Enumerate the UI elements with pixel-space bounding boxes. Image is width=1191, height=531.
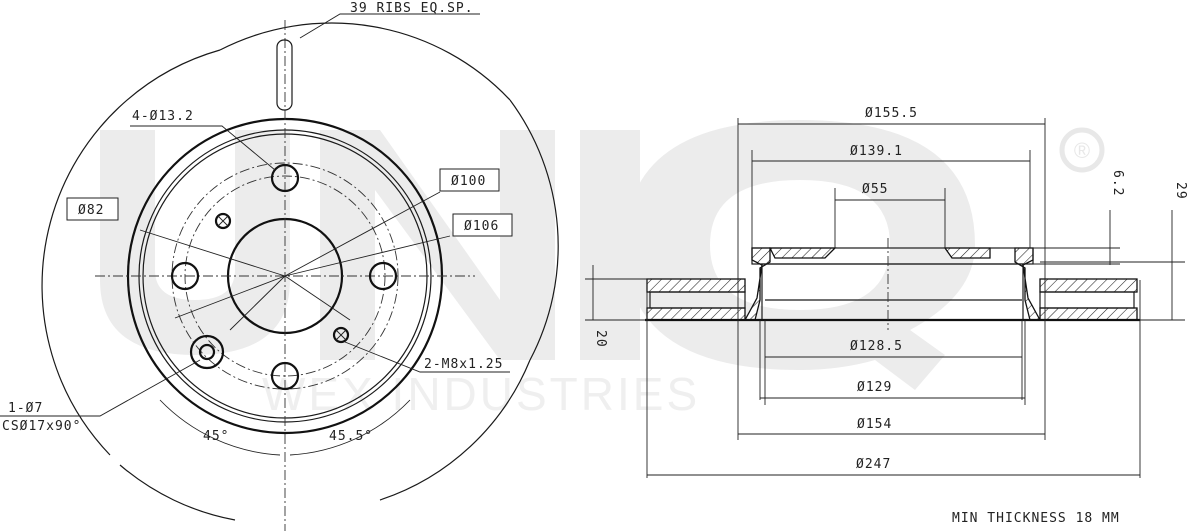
- watermark: ® WEX INDUSTRIES: [100, 120, 1105, 420]
- angle-left-label: 45°: [203, 429, 229, 444]
- threaded-hole: [332, 326, 350, 344]
- d-disc-label: Ø247: [856, 457, 891, 472]
- locating-hole-label-2: CSØ17x90°: [2, 419, 81, 434]
- bolt-hole: [368, 261, 398, 291]
- locating-hole-countersink: [189, 334, 225, 370]
- bolt-holes-label: 4-Ø13.2: [132, 109, 194, 124]
- d-hat-base-label: Ø154: [857, 417, 892, 432]
- d-inner-129-label: Ø129: [857, 380, 892, 395]
- bolt-hole: [270, 361, 300, 391]
- ribs-label: 39 RIBS EQ.SP.: [350, 1, 474, 16]
- bolt-hole: [270, 163, 300, 193]
- threaded-hole: [214, 212, 232, 230]
- disc-thickness-label: 20: [593, 330, 608, 348]
- d-inner-128-label: Ø128.5: [850, 339, 903, 354]
- pcd-outer-label: Ø106: [464, 219, 499, 234]
- section-view: [585, 118, 1185, 478]
- d-center-bore-label: Ø55: [862, 182, 888, 197]
- front-view: [0, 13, 559, 531]
- hub-bore-label: Ø82: [78, 203, 104, 218]
- threaded-holes-label: 2-M8x1.25: [424, 357, 503, 372]
- registered-mark: ®: [1074, 138, 1090, 163]
- locating-hole-label-1: 1-Ø7: [8, 401, 43, 416]
- hat-thickness-label: 6.2: [1110, 170, 1125, 196]
- total-height-label: 29: [1173, 182, 1188, 200]
- d-outer-hat-label: Ø155.5: [865, 106, 918, 121]
- d-hat-top-label: Ø139.1: [850, 144, 903, 159]
- bolt-hole: [170, 261, 200, 291]
- locating-hole: [198, 343, 216, 361]
- angle-right-label: 45.5°: [329, 429, 373, 444]
- disc-outer-edge-left: [41, 49, 221, 456]
- min-thickness-note: MIN THICKNESS 18 MM: [952, 511, 1120, 526]
- watermark-subtitle: WEX INDUSTRIES: [262, 368, 700, 420]
- pcd-label: Ø100: [451, 174, 486, 189]
